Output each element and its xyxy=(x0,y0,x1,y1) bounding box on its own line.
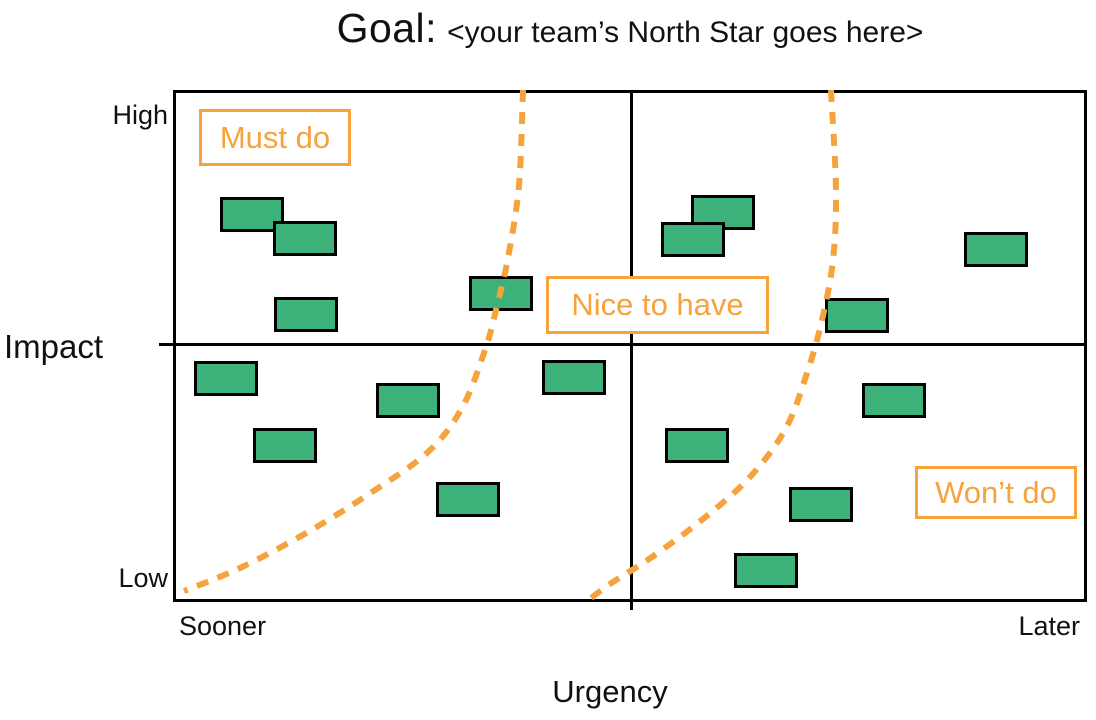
x-axis-mid-tick xyxy=(630,600,633,610)
sticky-note[interactable] xyxy=(273,221,337,256)
x-axis-title: Urgency xyxy=(552,674,668,709)
sticky-note[interactable] xyxy=(862,383,926,418)
sticky-note[interactable] xyxy=(734,553,798,588)
label-nice-to-have: Nice to have xyxy=(546,276,769,334)
wont-do-text: Won’t do xyxy=(935,474,1057,510)
sticky-note[interactable] xyxy=(542,360,606,395)
goal-label: Goal: xyxy=(336,5,438,51)
y-axis-low-label: Low xyxy=(118,563,168,593)
sticky-note[interactable] xyxy=(194,361,258,396)
quadrant-divider-vertical xyxy=(630,90,633,602)
sticky-note[interactable] xyxy=(964,232,1028,267)
must-do-text: Must do xyxy=(219,119,331,155)
sticky-note[interactable] xyxy=(665,428,729,463)
sticky-note[interactable] xyxy=(274,297,338,332)
quadrant-divider-horizontal xyxy=(173,343,1087,346)
nice-to-have-text: Nice to have xyxy=(571,287,744,322)
x-axis-sooner-label: Sooner xyxy=(179,611,267,641)
y-axis-mid-tick xyxy=(159,343,173,346)
x-axis-later-label: Later xyxy=(1018,611,1080,641)
y-axis-high-label: High xyxy=(112,100,168,130)
sticky-note[interactable] xyxy=(661,222,725,257)
sticky-note[interactable] xyxy=(469,276,533,311)
sticky-note[interactable] xyxy=(253,428,317,463)
sticky-note[interactable] xyxy=(436,482,500,517)
sticky-note[interactable] xyxy=(789,487,853,522)
goal-placeholder-text: <your team’s North Star goes here> xyxy=(447,16,924,49)
sticky-note[interactable] xyxy=(376,383,440,418)
sticky-note[interactable] xyxy=(825,298,889,333)
page-title: Goal: <your team’s North Star goes here> xyxy=(173,5,1087,52)
y-axis-title: Impact xyxy=(4,328,104,365)
label-must-do: Must do xyxy=(199,109,351,166)
label-wont-do: Won’t do xyxy=(915,466,1077,519)
